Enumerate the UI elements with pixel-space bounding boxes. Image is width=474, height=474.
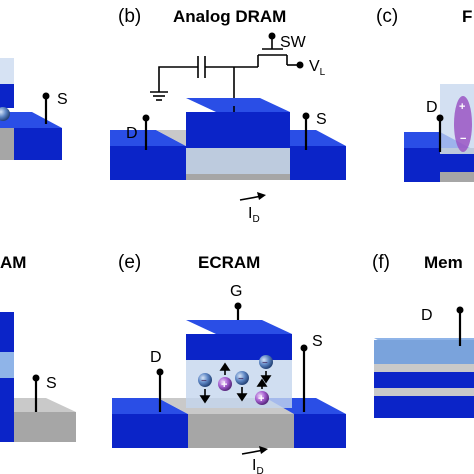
panel-e-ions: − + − − + (198, 355, 273, 405)
panel-f: (f) Mem D (372, 252, 474, 418)
panel-b-current-arrowhead (257, 192, 266, 200)
panel-b: (b) Analog DRAM SW VL (110, 6, 346, 225)
panel-c-letter: (c) (376, 6, 398, 27)
panel-e-ion-arrows (199, 362, 272, 404)
panel-f-layer-1 (374, 364, 474, 372)
svg-text:−: − (201, 376, 207, 387)
panel-d-base-front (14, 412, 76, 442)
panel-e-base-left-front (112, 414, 188, 448)
panel-b-current-label: ID (248, 205, 260, 225)
svg-text:−: − (460, 133, 466, 145)
panel-b-sw-label: SW (280, 34, 307, 51)
panel-d-title: AM (0, 253, 26, 272)
svg-text:−: − (238, 374, 244, 385)
panel-b-vl-label: VL (309, 58, 326, 78)
panel-e-base-right-front (294, 414, 346, 448)
panel-b-circuit (150, 38, 299, 106)
panel-a-source-label: S (57, 91, 68, 108)
panel-f-letter: (f) (372, 252, 390, 273)
panel-f-title: Mem (424, 253, 463, 272)
svg-text:−: − (262, 358, 268, 369)
panel-e-gate-label: G (230, 283, 242, 300)
panel-f-layer-2 (374, 372, 474, 388)
panel-b-drain-label: D (126, 125, 138, 142)
panel-e-base-left-top (112, 398, 188, 414)
panel-e-drain-label: D (150, 349, 162, 366)
panel-a-ion (0, 107, 10, 121)
panel-a: S (0, 58, 68, 160)
svg-text:+: + (459, 101, 465, 113)
ion-electron-1 (198, 373, 212, 387)
panel-c: (c) F + − D (376, 6, 474, 182)
panel-f-layer-3 (374, 388, 474, 396)
panel-b-stack-dielectric (186, 148, 290, 174)
panel-a-source-pin (42, 92, 50, 100)
panel-b-sw-pin (268, 32, 276, 40)
panel-c-drain-label: D (426, 99, 438, 116)
panel-d-mid-layer (0, 352, 14, 378)
panel-b-source-label: S (316, 111, 327, 128)
panel-e-source-pin (300, 344, 308, 352)
panel-c-base-front (404, 148, 440, 182)
ion-cation-1 (218, 377, 232, 391)
panel-c-polarization-domain (454, 96, 472, 152)
panel-b-base-left-top (110, 130, 186, 146)
panel-b-stack-front (186, 112, 290, 148)
ion-cation-2 (255, 391, 269, 405)
panel-d-base-blue (0, 404, 14, 442)
panel-b-base-right-front (290, 146, 346, 180)
ion-electron-2 (235, 371, 249, 385)
panel-a-channel-face (0, 58, 14, 84)
panel-a-base-gray (0, 128, 14, 160)
panel-e-current-label: ID (252, 457, 264, 474)
panel-d-low-layer (0, 378, 14, 404)
svg-text:+: + (258, 393, 264, 405)
panel-f-top-electrode-front (374, 340, 474, 364)
panel-e-gate-top (186, 320, 292, 334)
panel-d-source-label: S (46, 375, 57, 392)
panel-d-top-layer (0, 312, 14, 352)
panel-f-drain-label: D (421, 307, 433, 324)
panel-e-gate-front (186, 334, 292, 360)
panel-e-title: ECRAM (198, 253, 260, 272)
panel-c-stack-front (440, 154, 474, 172)
panel-b-letter: (b) (118, 6, 141, 27)
panel-e-letter: (e) (118, 252, 141, 273)
panel-b-source-pin (302, 112, 310, 120)
panel-e-source-label: S (312, 333, 323, 350)
panel-b-stack-top (186, 98, 290, 112)
panel-b-vl-pin (296, 61, 304, 69)
panel-b-drain-pin (142, 114, 150, 122)
panel-b-base-left-front (110, 146, 186, 180)
panel-b-title: Analog DRAM (173, 7, 286, 26)
panel-d-base-top (14, 398, 76, 412)
panel-d-source-pin (32, 374, 40, 382)
panel-f-layer-4 (374, 396, 474, 418)
panel-e: (e) ECRAM G − + − − + (112, 252, 346, 474)
panel-c-drain-pin (436, 114, 444, 122)
panel-e-current-arrowhead (259, 446, 268, 454)
svg-text:+: + (221, 379, 227, 391)
panel-e-base-mid-front (188, 414, 294, 448)
panel-e-drain-pin (156, 368, 164, 376)
ion-electron-3 (259, 355, 273, 369)
panel-c-title: F (462, 7, 472, 26)
panel-a-gate-front (0, 84, 14, 108)
panel-d: AM S (0, 253, 76, 442)
